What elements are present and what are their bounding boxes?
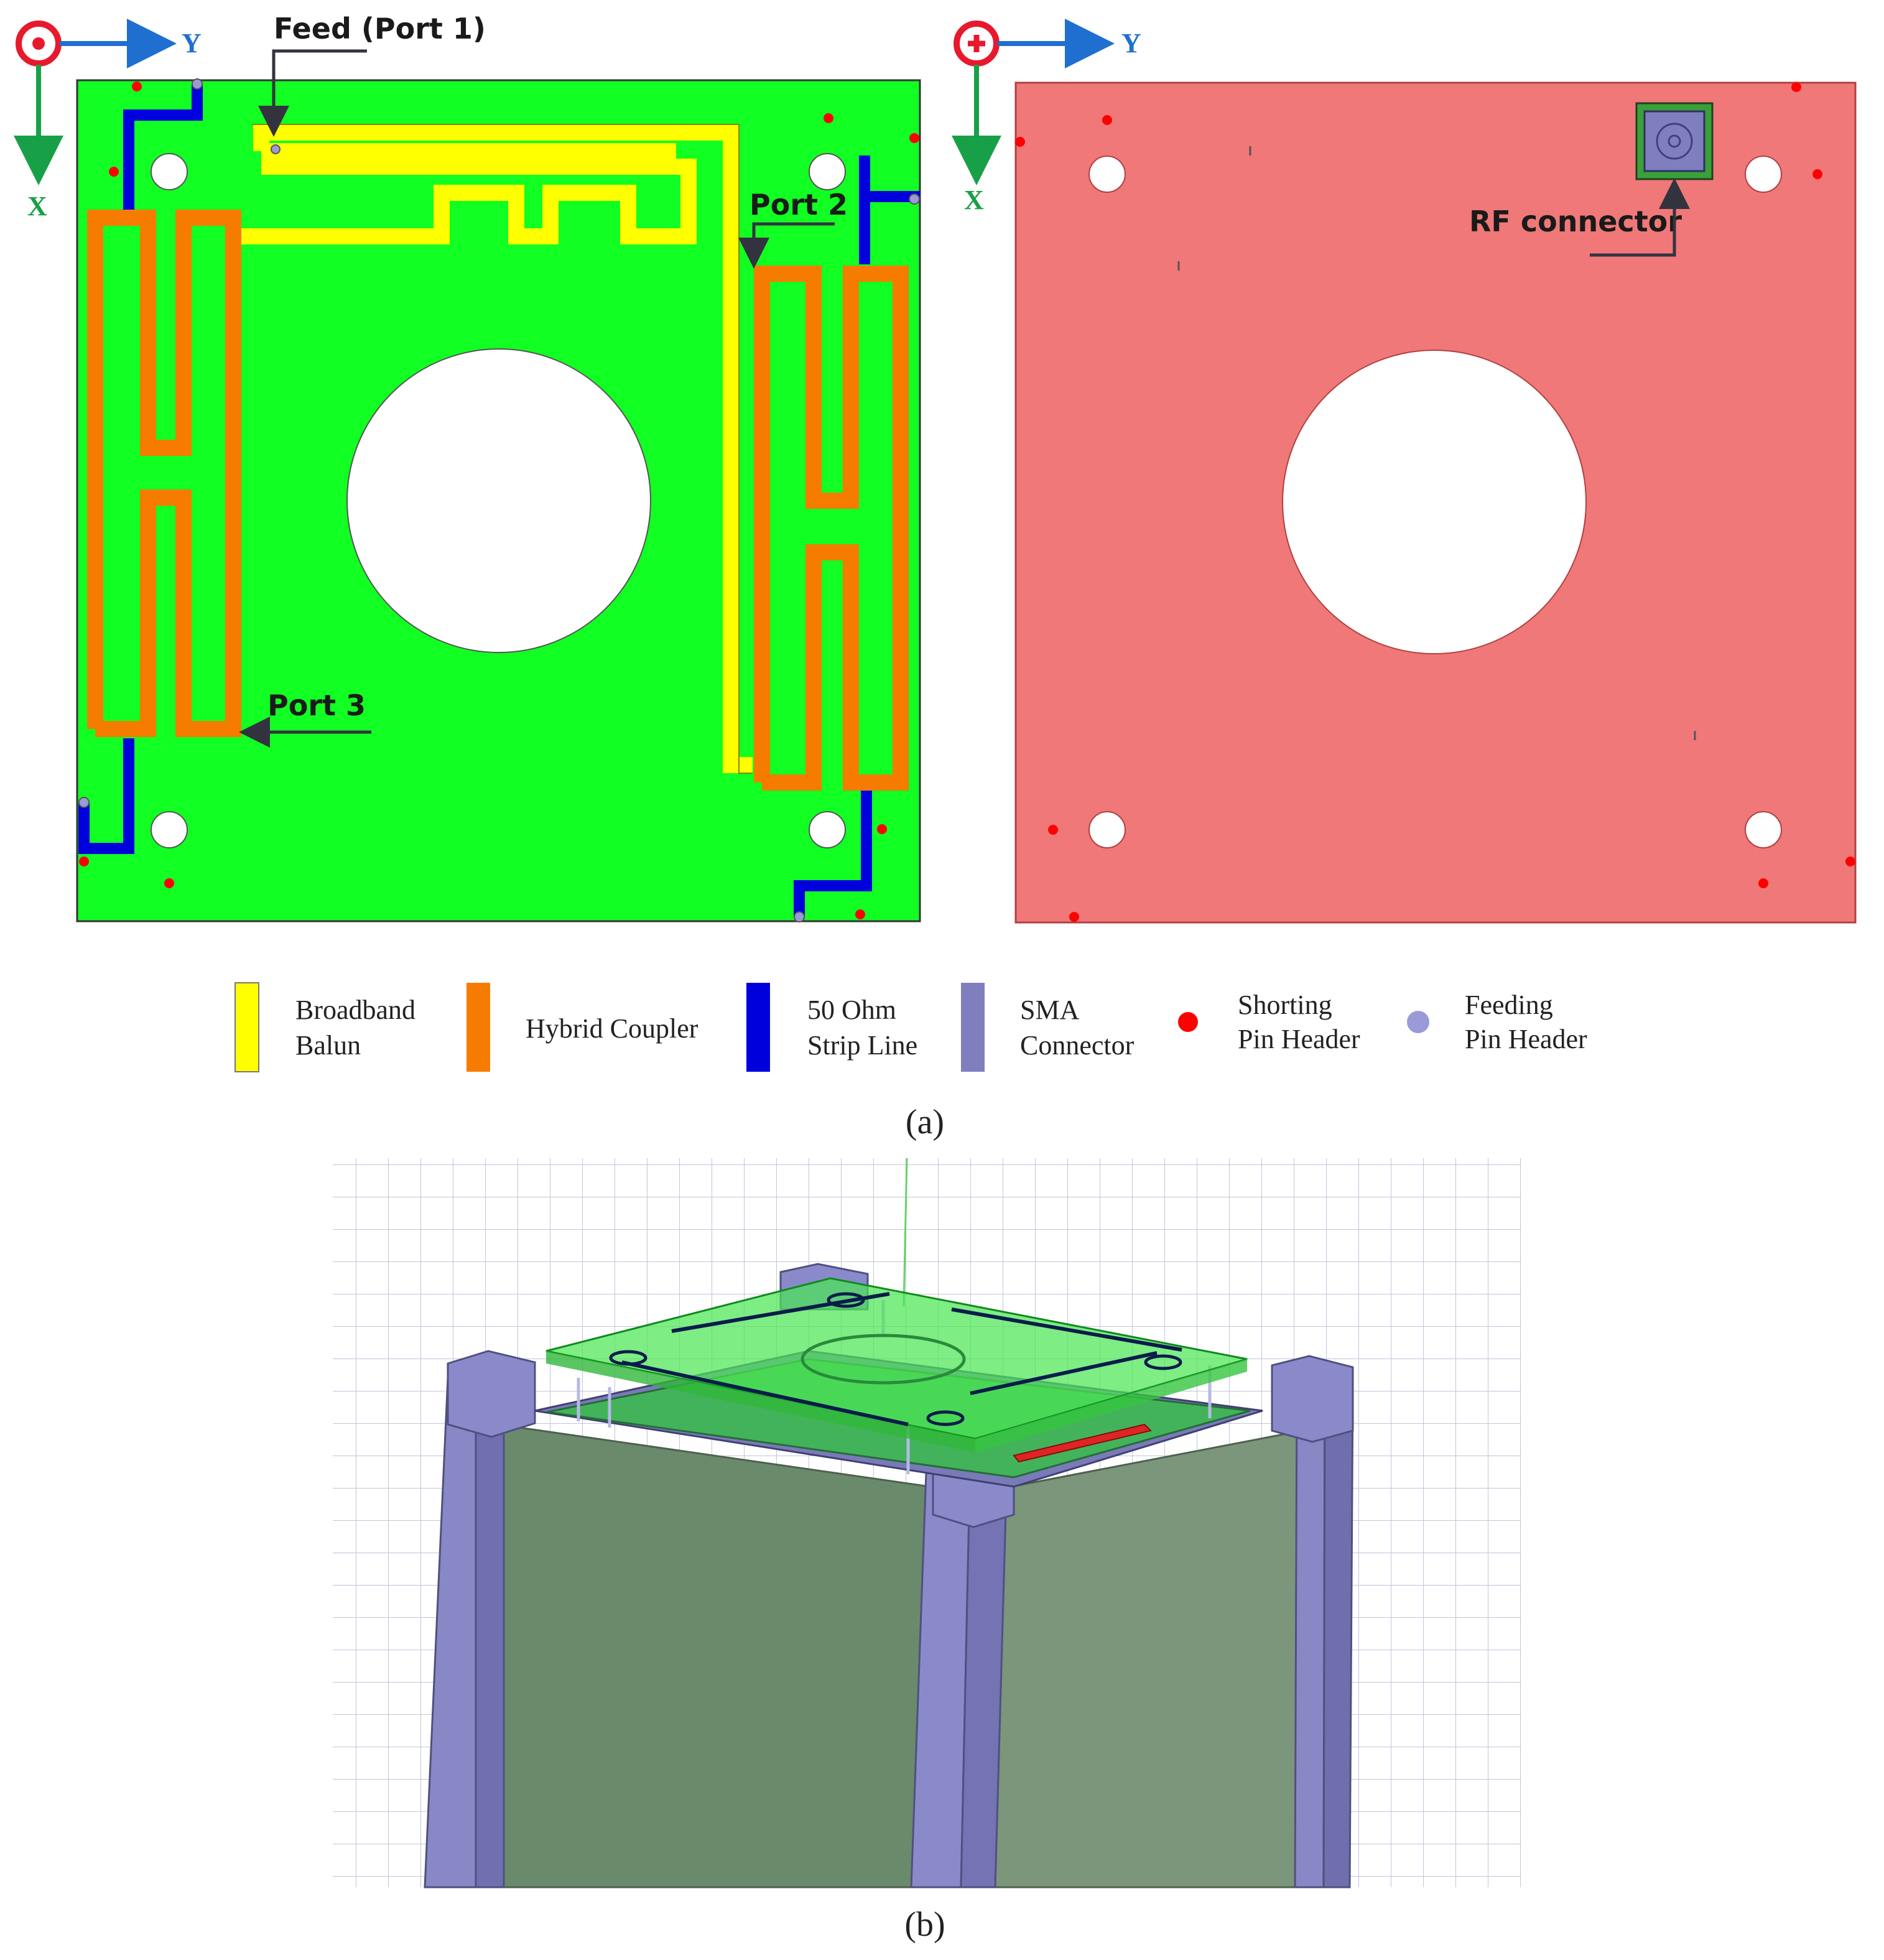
rf-connector-label: RF connector	[1469, 205, 1682, 238]
legend-label-line1: Shorting	[1238, 990, 1332, 1020]
legend: Broadband Balun Hybrid Coupler 50 Ohm St…	[234, 982, 1587, 1072]
legend-item-hybrid-coupler: Hybrid Coupler	[466, 983, 698, 1072]
legend-label-line2: Pin Header	[1465, 1024, 1587, 1054]
caption-a: (a)	[906, 1103, 944, 1141]
cubesat-face-right	[994, 1426, 1320, 1888]
port2-label: Port 2	[749, 188, 848, 221]
bottom-view: Y X RF connector	[952, 19, 1857, 924]
legend-dot	[1407, 1011, 1429, 1033]
axis-y-label-bottom: Y	[1121, 28, 1141, 58]
center-hole	[346, 348, 651, 653]
legend-label-line2: Strip Line	[807, 1030, 917, 1061]
legend-bar	[466, 983, 490, 1072]
legend-label-line1: Hybrid Coupler	[526, 1013, 698, 1044]
feeding-pins-top	[78, 78, 920, 922]
legend-bar	[746, 983, 770, 1072]
legend-item-sma: SMA Connector	[961, 983, 1135, 1072]
mounting-holes-bottom	[1088, 156, 1782, 848]
shorting-pins-bottom	[1015, 82, 1855, 922]
port3-label: Port 3	[267, 689, 366, 722]
hybrid-coupler-right	[754, 266, 909, 791]
legend-label-line1: Broadband	[295, 995, 415, 1025]
small-marks	[1177, 146, 1696, 740]
hybrid-coupler-left	[87, 210, 241, 737]
panel-b-3d-view	[333, 1158, 1521, 1888]
legend-label-line1: 50 Ohm	[807, 995, 896, 1025]
sma-connector	[1635, 102, 1714, 180]
mounting-holes	[151, 153, 846, 848]
axis-indicator-bottom: Y X	[952, 19, 1141, 215]
legend-item-shorting-pin: Shorting Pin Header	[1178, 990, 1360, 1054]
top-view: Y X	[14, 12, 921, 922]
legend-item-balun: Broadband Balun	[234, 982, 415, 1072]
feed-port1-label: Feed (Port 1)	[274, 12, 486, 45]
broadband-balun	[239, 124, 753, 773]
axis-x-label: X	[27, 191, 47, 221]
rf-strip	[1013, 1423, 1152, 1463]
axis-x-label-bottom: X	[964, 185, 984, 215]
caption-b: (b)	[904, 1905, 945, 1944]
strip-lines	[78, 84, 920, 918]
legend-dot	[1178, 1012, 1198, 1032]
antenna-pcb-holes	[609, 1292, 1182, 1426]
legend-item-strip-line: 50 Ohm Strip Line	[746, 983, 917, 1072]
legend-bar	[961, 983, 985, 1072]
legend-label-line2: Balun	[295, 1030, 361, 1061]
cubesat-rails	[424, 1376, 1354, 1888]
antenna-pcb-strips	[621, 1292, 1182, 1426]
legend-bar	[234, 982, 259, 1072]
legend-label-line2: Connector	[1020, 1030, 1135, 1061]
center-hole-bottom	[1282, 350, 1587, 654]
legend-item-feeding-pin: Feeding Pin Header	[1407, 990, 1587, 1054]
cubesat-face-left	[484, 1423, 953, 1888]
legend-label-line1: Feeding	[1465, 990, 1553, 1020]
shorting-pins-top	[79, 81, 919, 919]
axis-indicator-top: Y X	[14, 19, 202, 221]
legend-label-line2: Pin Header	[1238, 1024, 1360, 1054]
legend-label-line1: SMA	[1020, 995, 1080, 1025]
axis-y-label: Y	[182, 28, 202, 58]
